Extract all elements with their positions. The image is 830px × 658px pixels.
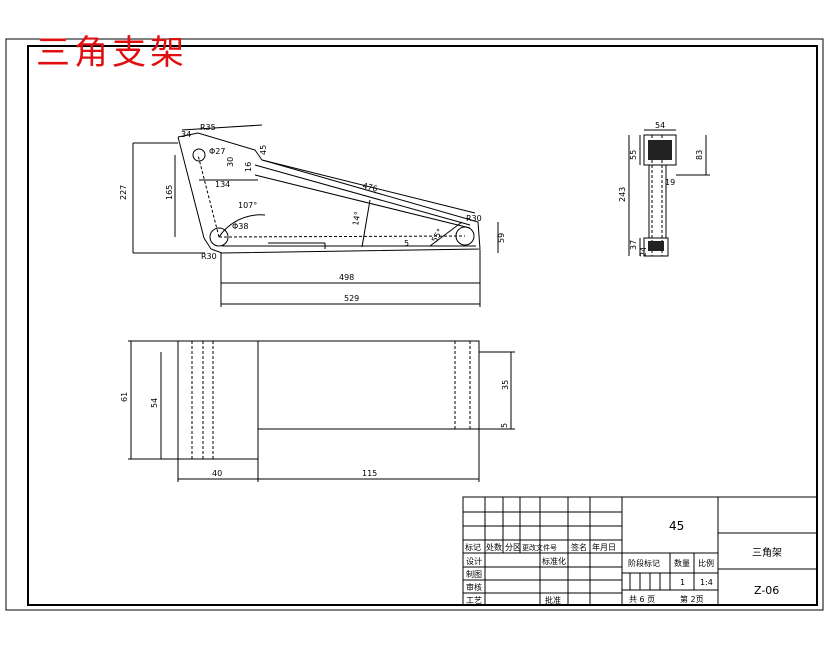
dim-side-243: 243 — [618, 187, 627, 202]
side-view — [628, 129, 710, 257]
dim-476: 476 — [362, 181, 379, 193]
part-name: 三角架 — [752, 547, 782, 559]
tb-count: 处数 — [486, 542, 502, 552]
dim-r30-left: R30 — [201, 252, 217, 261]
inner-frame — [27, 45, 818, 606]
dim-498: 498 — [339, 273, 354, 282]
tb-sign: 签名 — [571, 542, 587, 552]
dim-227: 227 — [119, 185, 128, 200]
dim-59: 59 — [497, 233, 506, 243]
top-view-dims: 61 54 40 115 35 5 — [120, 380, 510, 478]
tb-review: 审核 — [466, 582, 482, 592]
title-block-text: 45 三角架 Z-06 标记 处数 分区 更改文件号 签名 年月日 设计 标准化… — [465, 519, 782, 605]
hole-top — [192, 148, 206, 162]
tb-draw: 制图 — [466, 569, 482, 579]
dim-side-83: 83 — [695, 150, 704, 160]
dim-side-19: 19 — [665, 178, 675, 187]
tb-zone: 分区 — [505, 543, 521, 552]
tb-design: 设计 — [466, 556, 482, 566]
dim-134: 134 — [215, 180, 230, 189]
dim-5-top: 5 — [500, 423, 509, 428]
dim-30: 30 — [226, 157, 235, 167]
dim-16: 16 — [244, 162, 253, 172]
tb-sheet-no: 第 2页 — [680, 594, 704, 604]
dim-side-37: 37 — [629, 240, 638, 250]
center-line-2 — [218, 235, 466, 238]
tb-approve: 批准 — [545, 595, 561, 605]
dim-35: 35 — [501, 380, 510, 390]
dim-61: 61 — [120, 392, 129, 402]
dim-107deg: 107° — [238, 201, 257, 210]
tb-stage-mark: 阶段标记 — [628, 558, 660, 568]
dim-5: 5 — [404, 239, 409, 248]
side-hatch-top — [648, 140, 672, 160]
tb-quantity-value: 1 — [680, 578, 685, 587]
dim-34: 34 — [181, 130, 191, 139]
dim-165: 165 — [165, 185, 174, 200]
title-block-frame — [462, 496, 818, 606]
tb-mark: 标记 — [465, 542, 481, 552]
dim-line-r35 — [181, 124, 263, 131]
top-view — [128, 340, 515, 482]
drawing-title: 三角支架 — [36, 33, 188, 73]
tb-scale-value: 1:4 — [700, 578, 713, 587]
front-view — [132, 124, 499, 307]
dim-side-24: 24 — [639, 247, 648, 257]
center-line-1 — [197, 154, 220, 238]
dim-55deg: 55° — [430, 227, 445, 244]
angle-leader — [361, 199, 371, 248]
sector-arc — [218, 214, 266, 238]
material-label: 45 — [669, 519, 684, 533]
rib-upper — [254, 164, 471, 226]
tb-change-doc: 更改文件号 — [522, 543, 557, 552]
side-view-dims: 54 55 83 19 243 37 24 — [618, 121, 704, 257]
outer-frame — [5, 38, 824, 611]
dim-line-476 — [261, 159, 476, 214]
title-block — [462, 496, 818, 606]
dim-14deg: 14° — [351, 211, 362, 227]
front-outline — [177, 132, 481, 254]
dim-115: 115 — [362, 469, 377, 478]
dim-r35: R35 — [200, 123, 216, 132]
side-hatch-bottom — [648, 241, 664, 251]
tb-process: 工艺 — [466, 596, 482, 605]
tb-quantity: 数量 — [674, 558, 690, 568]
brace — [429, 221, 463, 247]
hole-bottom-left — [209, 227, 229, 247]
tb-scale: 比例 — [698, 558, 714, 568]
dim-40: 40 — [212, 469, 222, 478]
dim-side-55: 55 — [629, 150, 638, 160]
top-left-block — [177, 340, 259, 460]
dim-phi27: Φ27 — [209, 147, 225, 156]
rib-lower — [254, 174, 471, 229]
dim-529: 529 — [344, 294, 359, 303]
dim-r30-right: R30 — [466, 214, 482, 223]
tb-sheets-total: 共 6 页 — [629, 595, 655, 604]
front-view-dims: 227 165 134 476 498 529 59 R35 R30 R30 3… — [119, 123, 506, 303]
dim-54: 54 — [150, 398, 159, 408]
tb-standardize: 标准化 — [542, 556, 566, 566]
side-bottom-block — [643, 237, 669, 257]
dim-side-54: 54 — [655, 121, 665, 130]
top-bar — [257, 340, 480, 430]
dim-45: 45 — [259, 145, 268, 155]
dim-phi38: Φ38 — [232, 222, 248, 231]
drawing-number: Z-06 — [754, 584, 779, 597]
tb-date: 年月日 — [592, 542, 616, 552]
